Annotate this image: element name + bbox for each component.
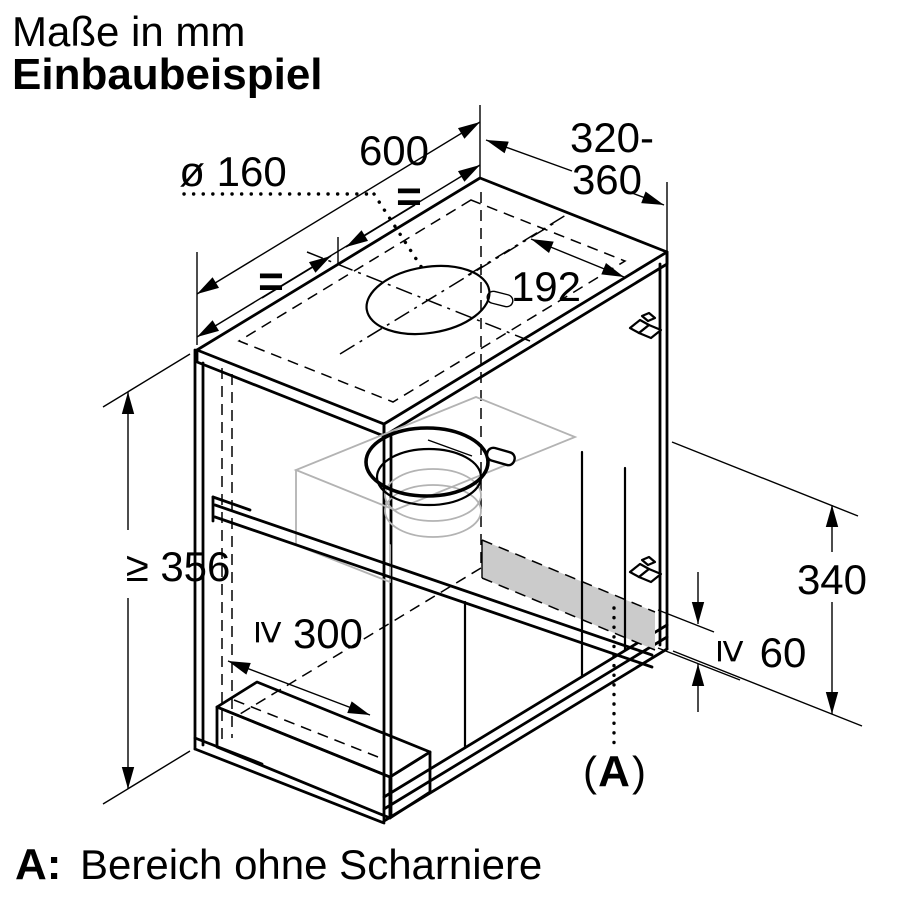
hood-body — [293, 396, 578, 583]
top-panel-thickness — [195, 348, 386, 438]
area-label-open: ( — [583, 748, 597, 795]
dim-label-diameter: ø 160 — [179, 148, 286, 195]
hood-top-plate — [293, 396, 578, 511]
shelf-edge-top — [213, 503, 654, 657]
duct-ring — [364, 426, 516, 507]
bottom-left-1 — [193, 747, 386, 825]
dimension-lines — [102, 105, 863, 805]
dim-300 — [227, 660, 371, 716]
dim-320-360-b — [623, 189, 665, 206]
duct-ring-inner — [375, 447, 483, 507]
hinge-top — [628, 311, 663, 340]
dim-label-width: 600 — [359, 127, 429, 174]
centering-arrow-left — [261, 255, 332, 299]
dim-label-geq-60: ≥ — [709, 639, 756, 662]
box-front-face — [215, 705, 392, 820]
bottom-box — [215, 680, 432, 820]
strip-top-dashed — [481, 539, 656, 613]
dim-192-centerline — [467, 214, 567, 276]
shelf-left-top — [211, 495, 252, 512]
hinge-top-knob — [640, 311, 657, 323]
hinge-bottom — [628, 555, 663, 584]
duct-ring-tab — [485, 446, 516, 467]
equal-mark-1: = — [396, 172, 422, 221]
duct-hole-tab — [486, 290, 514, 308]
area-label-close: ) — [632, 748, 646, 795]
hinge-bottom-knob — [640, 555, 657, 567]
box-right-face — [388, 750, 432, 820]
duct-ring-outer — [364, 426, 490, 498]
duct-hole — [365, 264, 514, 336]
dim-label-geq-300: ≥ — [247, 620, 294, 643]
dim-label-192: 192 — [511, 263, 581, 310]
shelf-edge-bottom — [213, 515, 654, 669]
dim-320-360-a — [485, 139, 573, 172]
duct-ring-damper — [427, 439, 473, 457]
hinge-top-arm — [637, 323, 663, 340]
dim-label-300: 300 — [293, 610, 363, 657]
area-label-letter: A — [598, 747, 630, 796]
box-top-dashed — [233, 699, 379, 758]
dim-label-356: ≥ 356 — [126, 543, 231, 590]
dim-label-340: 340 — [797, 556, 867, 603]
box-top-face — [215, 680, 432, 779]
ext-356-bottom — [102, 750, 191, 805]
title-line2: Einbaubeispiel — [12, 50, 323, 99]
hood-collar-2 — [384, 484, 482, 538]
ext-356-top — [102, 353, 191, 408]
dim-192 — [530, 238, 625, 278]
title-line1: Maße in mm — [12, 8, 245, 55]
ext-340-top — [671, 441, 859, 517]
strip-bottom-dashed — [481, 577, 656, 651]
caption-prefix: A: — [15, 840, 61, 889]
labels: Maße in mm Einbaubeispiel ø 160 600 320-… — [12, 8, 867, 889]
strip-fill — [482, 540, 655, 650]
equal-mark-2: = — [258, 257, 284, 306]
dim-label-60: 60 — [760, 629, 807, 676]
ext-60-top — [657, 609, 715, 633]
shelf-edges — [211, 450, 654, 750]
centerline-depth — [306, 251, 531, 342]
dim-label-depth-1: 320- — [570, 114, 654, 161]
hinge-free-strip — [481, 539, 656, 651]
hinge-bottom-arm — [637, 567, 663, 584]
dim-label-depth-2: 360 — [572, 156, 642, 203]
caption-text: Bereich ohne Scharniere — [80, 841, 542, 888]
hood-collar-1 — [384, 468, 482, 522]
centering-arrow-right — [345, 204, 416, 248]
